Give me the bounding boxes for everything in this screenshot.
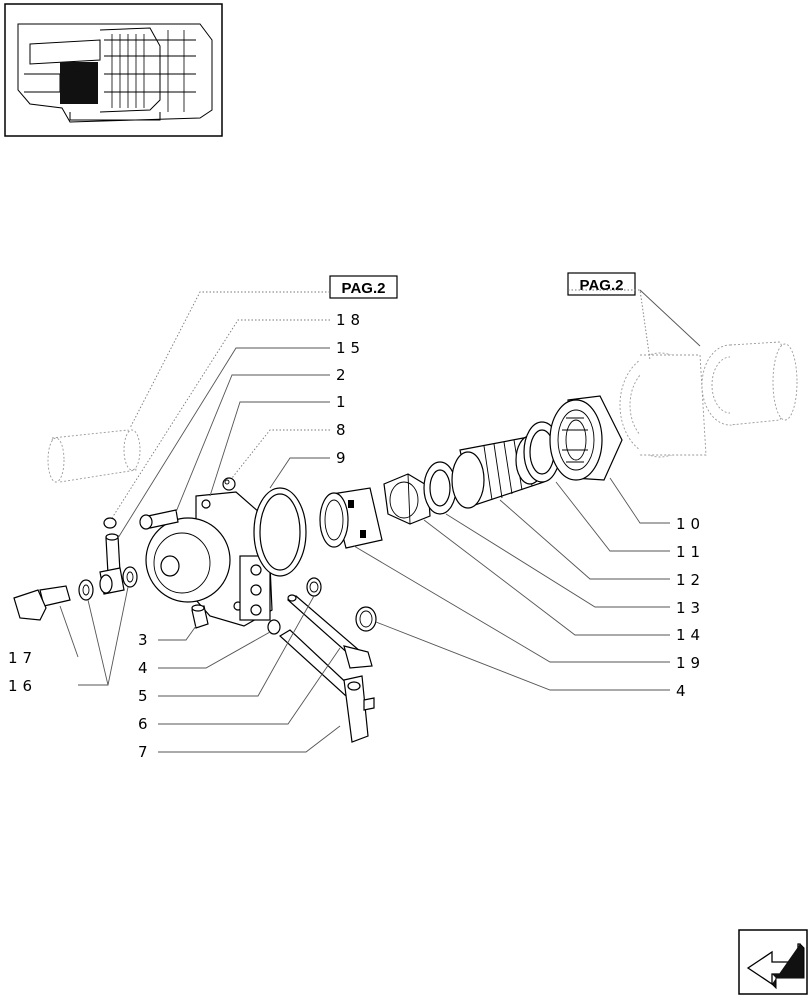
callout-10: 10 [676,515,705,533]
callout-8: 8 [336,421,351,439]
callout-11: 11 [676,543,705,561]
callout-19: 19 [676,654,705,672]
leader-lines [59,289,701,753]
callout-6: 6 [138,715,153,733]
part-washer-13[interactable] [423,461,457,515]
ghost-sleeve-left [47,429,141,483]
part-housing[interactable] [145,491,273,627]
part-plug-3[interactable] [191,604,209,629]
part-ring-18[interactable] [103,517,117,529]
callout-9: 9 [336,449,351,467]
part-lever-7[interactable] [278,629,375,743]
callout-13: 13 [676,599,705,617]
part-bolt-17[interactable] [13,585,71,621]
svg-text:PAG.2: PAG.2 [580,277,624,294]
reference-tag-right[interactable]: PAG.2 [567,272,636,296]
callout-12: 12 [676,571,705,589]
callout-17: 17 [8,649,37,667]
callout-3: 3 [138,631,153,649]
part-fitting-15[interactable] [99,533,125,595]
part-bolt-2[interactable] [139,509,179,530]
callout-14: 14 [676,626,705,644]
callout-labels: 18 15 2 1 8 9 10 11 12 13 14 19 4 17 16 … [8,311,705,761]
svg-text:PAG.2: PAG.2 [342,280,386,297]
part-bushing-19[interactable] [319,487,383,549]
callout-7: 7 [138,743,153,761]
callout-1: 1 [336,393,351,411]
ghost-gear-right [619,352,707,458]
part-oring-4-right[interactable] [355,606,377,632]
part-pin-6[interactable] [286,594,373,669]
callout-4-left: 4 [138,659,153,677]
next-page-arrow-icon[interactable] [738,929,808,995]
callout-5: 5 [138,687,153,705]
part-nut-14[interactable] [383,473,431,525]
ghost-bearing-right [701,341,798,426]
part-ball-8[interactable] [222,477,236,491]
callout-18: 18 [336,311,365,329]
transmission-overview-icon [4,3,223,137]
callout-4-right: 4 [676,682,691,700]
callout-16: 16 [8,677,37,695]
part-oring-5[interactable] [306,577,322,597]
callout-2: 2 [336,366,351,384]
part-oring-9[interactable] [253,487,307,577]
reference-tag-left[interactable]: PAG.2 [329,275,398,299]
part-oring-4-left[interactable] [267,619,281,635]
part-washers-16[interactable] [78,566,138,601]
part-bearing-10[interactable] [549,395,623,481]
callout-15: 15 [336,339,365,357]
